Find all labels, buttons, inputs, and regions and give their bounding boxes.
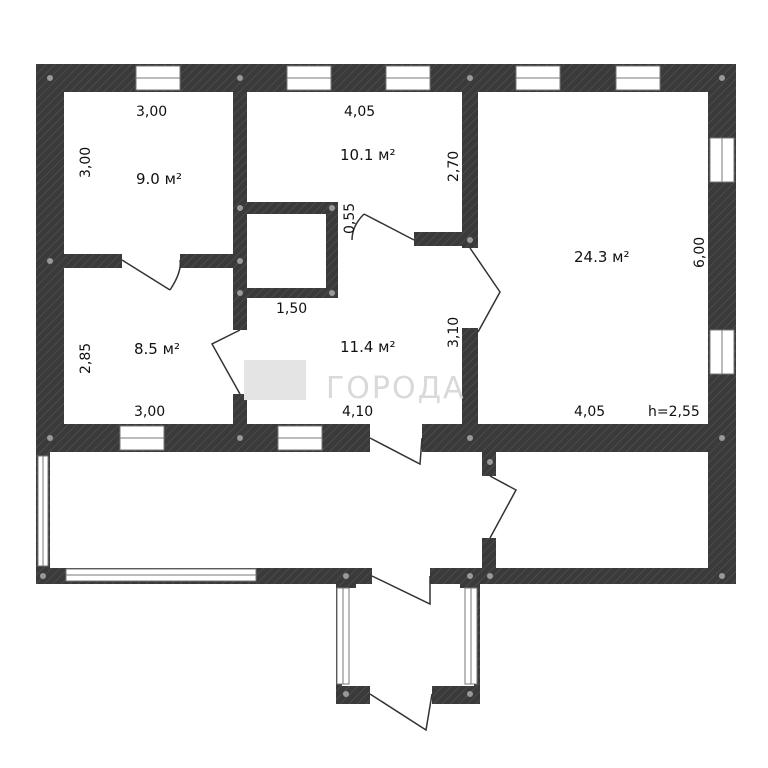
door-c — [469, 247, 501, 333]
wall-terrace-divider-2 — [482, 538, 496, 584]
room-b-area: 10.1 м² — [340, 146, 396, 164]
porch-floor — [342, 588, 474, 686]
door-gap-b — [352, 230, 414, 248]
wall-terrace-divider — [482, 440, 496, 476]
room-b-width: 4,05 — [344, 104, 375, 120]
porch-bottom-left — [336, 686, 370, 704]
room-e-width: 4,10 — [342, 404, 373, 420]
doors — [121, 213, 518, 732]
room-c-width: 4,05 — [574, 404, 605, 420]
closet-wall-bottom — [240, 288, 336, 298]
door-porch-inner — [371, 575, 431, 606]
door-a-d — [121, 259, 182, 291]
wall-b-stub — [414, 232, 470, 246]
room-e-depth: 3,10 — [446, 317, 462, 348]
room-c-area: 24.3 м² — [574, 248, 630, 266]
closet-wall-right — [326, 202, 338, 298]
door-gap-porch — [372, 566, 430, 586]
door-d — [210, 329, 241, 395]
door-main — [369, 437, 423, 466]
wall-c-lower — [462, 330, 478, 440]
corner-markers — [40, 75, 725, 697]
watermark-logo — [244, 360, 306, 400]
room-d-area: 8.5 м² — [134, 340, 180, 358]
door-gap-a — [122, 252, 180, 270]
wall-d-stub — [233, 395, 247, 445]
watermark-text: ГОРОДА — [326, 371, 466, 406]
room-d-depth: 2,85 — [78, 343, 94, 374]
ceiling-height: h=2,55 — [648, 404, 700, 420]
porch-bottom-right — [432, 686, 480, 704]
door-gap-c — [460, 248, 480, 328]
door-gap-terrace — [480, 476, 498, 538]
closet-wall-top — [240, 202, 336, 214]
wall-a-d — [36, 254, 122, 268]
door-terrace — [489, 475, 518, 539]
door-b-e — [351, 213, 415, 241]
room-a-area: 9.0 м² — [136, 170, 182, 188]
openings — [122, 230, 498, 686]
watermark: ГОРОДА — [244, 360, 466, 406]
window-lines — [42, 77, 723, 684]
room-a-width: 3,00 — [136, 104, 167, 120]
door-porch-outer — [369, 693, 433, 732]
closet-depth: 0,55 — [342, 203, 358, 234]
room-b-depth: 2,70 — [446, 151, 462, 182]
room-c-depth: 6,00 — [692, 237, 708, 268]
door-gap-main — [370, 424, 422, 452]
wall-a-d-2 — [180, 254, 240, 268]
room-a-depth: 3,00 — [78, 147, 94, 178]
closet-width: 1,50 — [276, 301, 307, 317]
room-e-area: 11.4 м² — [340, 338, 396, 356]
room-d-width: 3,00 — [134, 404, 165, 420]
